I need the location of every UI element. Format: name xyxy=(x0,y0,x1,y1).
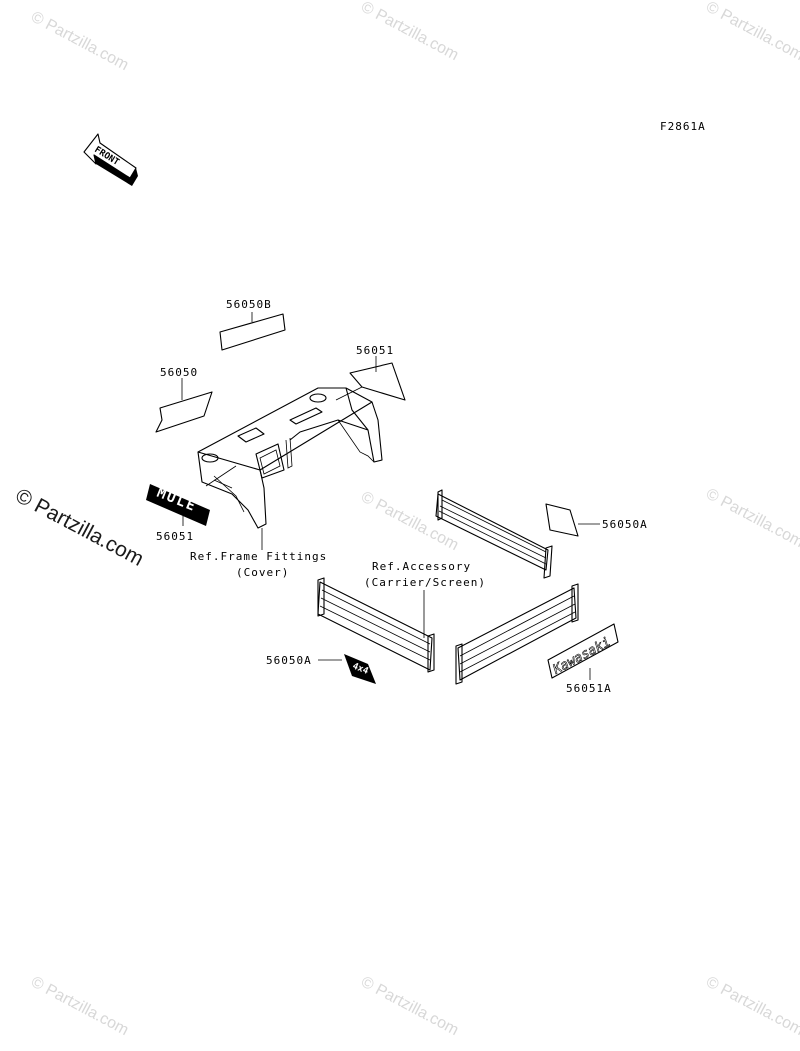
side-panel-right xyxy=(455,583,579,685)
rear-body-cover xyxy=(197,387,383,529)
decal-56051-top: 56051 xyxy=(335,344,406,401)
watermark-main: © Partzilla.com xyxy=(12,484,148,571)
decal-4x4: 4x4 56050A xyxy=(266,654,376,684)
callout-56051-top: 56051 xyxy=(356,344,394,357)
side-panel-left xyxy=(317,577,435,673)
decal-56050A-right: 56050A xyxy=(545,503,648,537)
callout-56051A: 56051A xyxy=(566,682,612,695)
callout-56050: 56050 xyxy=(160,366,198,379)
watermark-mr: © Partzilla.com xyxy=(703,486,800,552)
callout-56050A-right: 56050A xyxy=(602,518,648,531)
callout-56050A-bottom: 56050A xyxy=(266,654,312,667)
ref-acc-line2: (Carrier/Screen) xyxy=(364,576,486,589)
figure-code: F2861A xyxy=(660,120,706,133)
ref-frame-line2: (Cover) xyxy=(236,566,289,579)
watermark-bl: © Partzilla.com xyxy=(28,974,131,1040)
ref-acc-line1: Ref.Accessory xyxy=(372,560,471,573)
decal-kawasaki: Kawasaki 56051A xyxy=(547,623,619,695)
ref-frame-line1: Ref.Frame Fittings xyxy=(190,550,327,563)
side-panel-rear xyxy=(435,489,553,579)
callout-56051-left: 56051 xyxy=(156,530,194,543)
watermark-tc: © Partzilla.com xyxy=(358,0,461,64)
watermark-tl: © Partzilla.com xyxy=(28,9,131,75)
decal-56050B: 56050B xyxy=(219,298,286,351)
front-arrow-icon: FRONT xyxy=(83,133,138,186)
watermark-br: © Partzilla.com xyxy=(703,974,800,1040)
decal-56050: 56050 xyxy=(155,366,213,433)
watermark-group: © Partzilla.com © Partzilla.com © Partzi… xyxy=(12,0,800,1039)
ref-accessory: Ref.Accessory (Carrier/Screen) xyxy=(364,560,486,638)
watermark-bc: © Partzilla.com xyxy=(358,974,461,1040)
callout-56050B: 56050B xyxy=(226,298,272,311)
decal-mule: MULE 56051 xyxy=(146,465,237,543)
watermark-tr: © Partzilla.com xyxy=(703,0,800,64)
ref-frame-fittings: Ref.Frame Fittings (Cover) xyxy=(190,528,327,579)
